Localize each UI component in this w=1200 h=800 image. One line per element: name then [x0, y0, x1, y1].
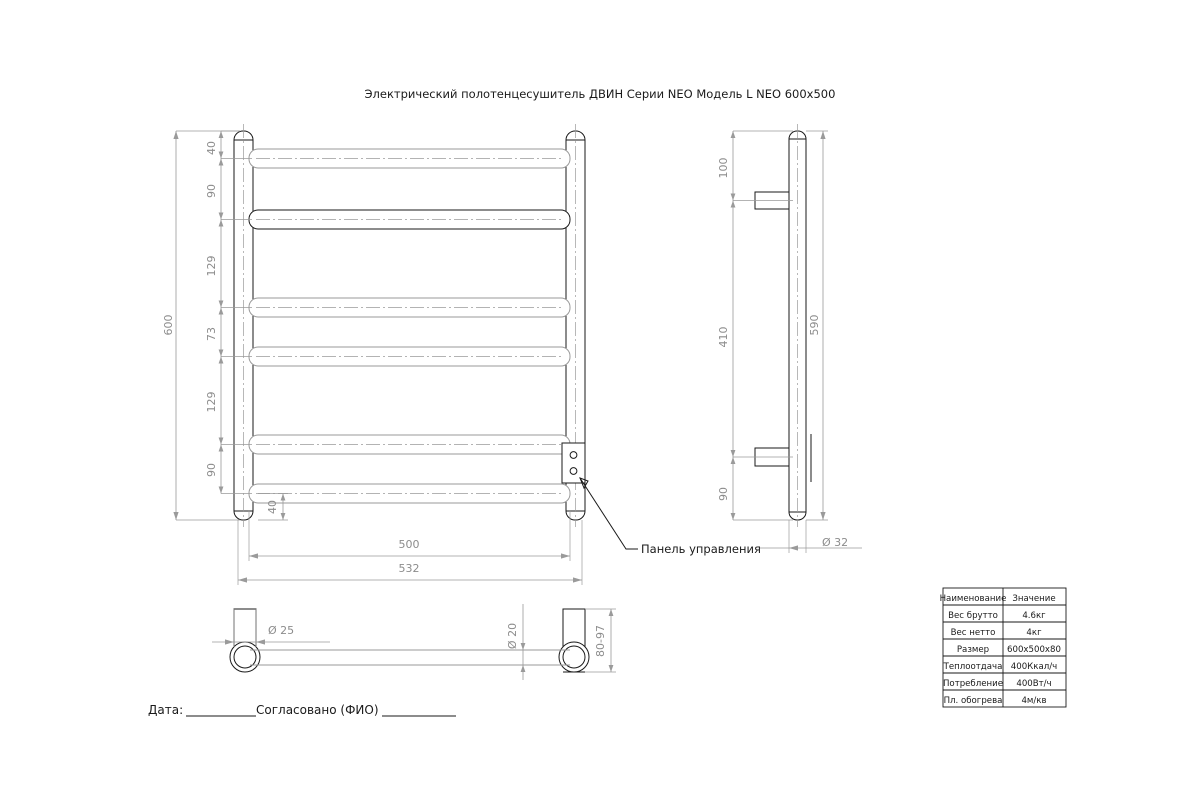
control-panel-leader: [579, 477, 638, 550]
dim-value-500: 500: [399, 538, 420, 551]
dim-side-590: 590: [806, 130, 828, 521]
spec-row-value-2: 600x500x80: [1007, 645, 1061, 655]
spec-row-name-2: Размер: [957, 645, 989, 655]
dim-value-d25: Ø 25: [268, 624, 294, 637]
dim-value-seg-1: 40: [205, 141, 218, 155]
front-rail-2: [248, 209, 571, 230]
spec-row-value-4: 400Вт/ч: [1016, 679, 1051, 689]
dim-value-depth: 80-97: [594, 625, 607, 657]
dim-plan-diameter-20: Ø 20: [506, 604, 526, 680]
dim-value-532: 532: [399, 562, 420, 575]
signature-block: Дата: Согласовано (ФИО): [148, 703, 456, 717]
spec-row-name-3: Теплоотдача: [943, 662, 1003, 672]
dim-bottom-40: 40: [258, 493, 288, 521]
front-rail-6: [248, 483, 571, 504]
front-rail-5: [248, 434, 571, 455]
dim-value-seg-3: 129: [205, 256, 218, 277]
spec-row-value-5: 4м/кв: [1021, 696, 1046, 706]
front-rail-4: [248, 346, 571, 367]
plan-right-post-inner: [562, 645, 586, 669]
dim-value-seg-2: 90: [205, 184, 218, 198]
spec-table-header-value: Значение: [1012, 594, 1055, 604]
dim-value-590: 590: [808, 315, 821, 336]
dim-value-d32: Ø 32: [822, 536, 848, 549]
spec-row-value-0: 4.6кг: [1022, 611, 1046, 621]
plan-view: Ø 25 Ø 20 80-97: [212, 604, 616, 680]
front-left-post: [233, 124, 254, 527]
front-rail-3: [248, 297, 571, 318]
approved-label: Согласовано (ФИО): [256, 703, 379, 717]
dim-side-100: 100: [717, 130, 793, 201]
dim-value-seg-5: 129: [205, 392, 218, 413]
front-view: Панель управления 600: [162, 124, 761, 585]
dim-segment-chain: 40 90 129 73 129 90: [205, 130, 252, 494]
dim-side-90: 90: [717, 457, 793, 521]
drawing-title: Электрический полотенцесушитель ДВИН Сер…: [365, 87, 836, 101]
side-view: 100 410 90: [717, 124, 862, 553]
dim-side-diameter-32: Ø 32: [760, 520, 862, 553]
spec-row-value-3: 400Ккал/ч: [1011, 662, 1057, 672]
spec-row-name-4: Потребление: [943, 679, 1003, 689]
dim-value-600: 600: [162, 315, 175, 336]
dim-value-seg-7: 40: [266, 500, 279, 514]
dim-side-410: 410: [717, 200, 793, 458]
dim-overall-height-600: 600: [162, 130, 240, 521]
dim-plan-diameter-25: Ø 25: [212, 609, 330, 647]
dim-value-d20: Ø 20: [506, 623, 519, 649]
spec-row-name-0: Вес брутто: [948, 611, 998, 621]
spec-row-value-1: 4кг: [1026, 628, 1042, 638]
dim-value-side-90: 90: [717, 487, 730, 501]
control-panel: [561, 442, 586, 484]
plan-left-post-inner: [233, 645, 257, 669]
dim-plan-depth: 80-97: [585, 608, 616, 673]
spec-row-name-5: Пл. обогрева: [944, 696, 1003, 706]
spec-row-name-1: Вес нетто: [951, 628, 996, 638]
dim-value-seg-6: 90: [205, 463, 218, 477]
dim-width-500: 500: [248, 510, 571, 561]
control-panel-label: Панель управления: [641, 542, 761, 556]
dim-width-532: 532: [237, 520, 583, 585]
dim-value-100: 100: [717, 158, 730, 179]
front-rail-1: [248, 148, 571, 169]
spec-table: Наименование Значение Вес брутто 4.6кг В…: [940, 587, 1067, 708]
dim-value-seg-4: 73: [205, 327, 218, 341]
date-label: Дата:: [148, 703, 183, 717]
dim-value-410: 410: [717, 327, 730, 348]
spec-table-header-name: Наименование: [940, 594, 1007, 604]
